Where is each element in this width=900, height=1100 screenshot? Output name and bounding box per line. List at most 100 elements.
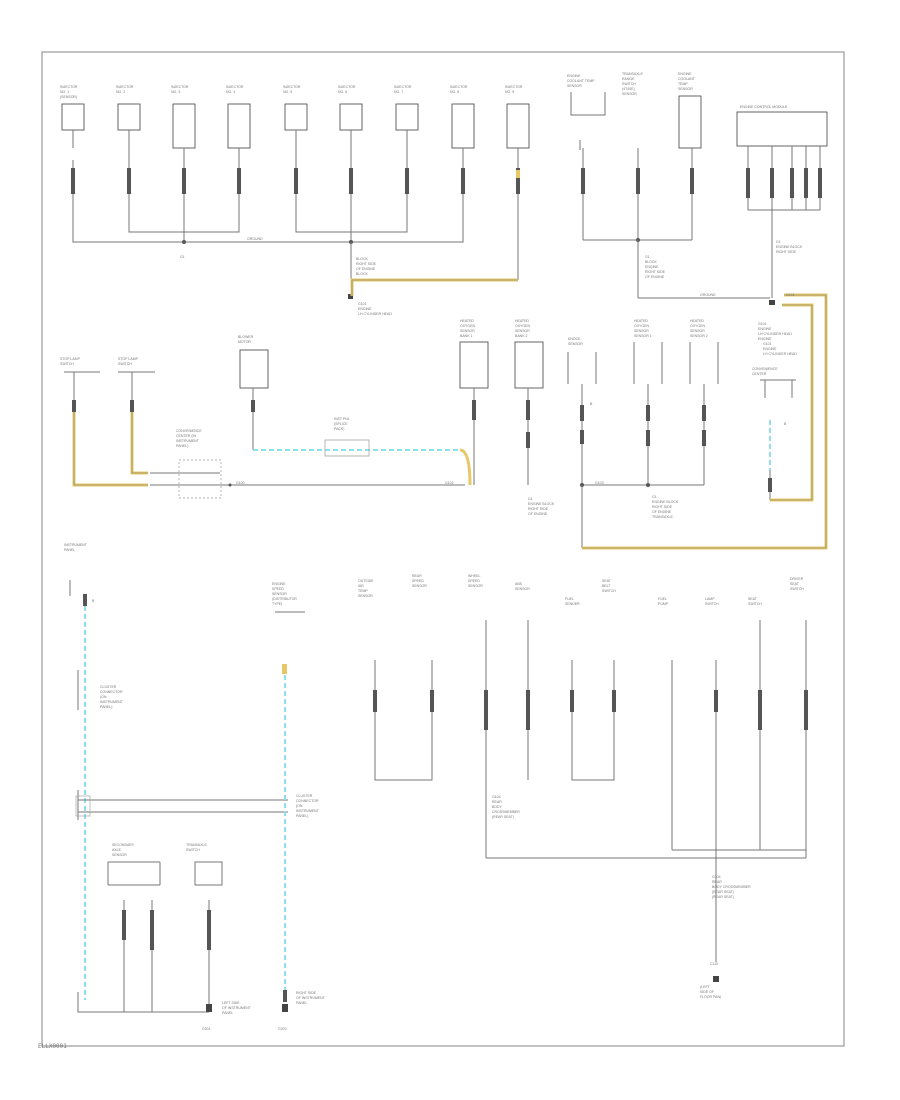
svg-text:LH CYLINDER HEAD: LH CYLINDER HEAD xyxy=(758,332,792,336)
svg-text:COOLANT TEMP: COOLANT TEMP xyxy=(567,79,595,83)
svg-text:G1: G1 xyxy=(528,497,533,501)
svg-text:G101: G101 xyxy=(358,302,367,306)
svg-text:ENGINE: ENGINE xyxy=(567,74,581,78)
svg-text:SWITCH: SWITCH xyxy=(60,362,74,366)
svg-text:ENGINE BLOCK: ENGINE BLOCK xyxy=(528,502,555,506)
svg-text:SEAT: SEAT xyxy=(602,579,612,583)
svg-text:PACK): PACK) xyxy=(334,427,344,431)
svg-text:REAR: REAR xyxy=(712,880,722,884)
svg-text:SENSOR 1: SENSOR 1 xyxy=(634,334,652,338)
svg-text:PANEL): PANEL) xyxy=(100,705,112,709)
svg-text:RIGHT SIDE: RIGHT SIDE xyxy=(645,270,666,274)
svg-text:SENSOR: SENSOR xyxy=(358,594,373,598)
svg-text:G1: G1 xyxy=(776,240,781,244)
svg-text:SENSOR: SENSOR xyxy=(634,329,649,333)
svg-text:G202: G202 xyxy=(278,1027,287,1031)
svg-text:SEAT: SEAT xyxy=(790,582,800,586)
svg-text:ENGINE: ENGINE xyxy=(678,72,692,76)
svg-text:SENSOR 2: SENSOR 2 xyxy=(690,334,708,338)
svg-text:INJECTOR: INJECTOR xyxy=(116,85,134,89)
svg-text:TEMP: TEMP xyxy=(358,589,368,593)
svg-text:INSTRUMENT: INSTRUMENT xyxy=(64,543,88,547)
svg-text:KNOCK: KNOCK xyxy=(568,337,581,341)
svg-text:PANEL): PANEL) xyxy=(176,444,188,448)
svg-text:G1: G1 xyxy=(645,255,650,259)
svg-text:ABS: ABS xyxy=(515,582,523,586)
svg-text:SWITCH: SWITCH xyxy=(790,587,804,591)
svg-text:NO. 1: NO. 1 xyxy=(60,90,69,94)
svg-text:SENSOR: SENSOR xyxy=(515,329,530,333)
svg-text:BLOCK: BLOCK xyxy=(356,257,369,261)
svg-text:INJECTOR: INJECTOR xyxy=(394,85,412,89)
svg-text:BANK 1: BANK 1 xyxy=(460,334,473,338)
svg-text:CONNECTOR: CONNECTOR xyxy=(296,799,319,803)
svg-text:OF INSTRUMENT: OF INSTRUMENT xyxy=(296,996,326,1000)
svg-text:STOP LAMP: STOP LAMP xyxy=(60,357,81,361)
svg-text:RIGHT SIDE: RIGHT SIDE xyxy=(528,507,549,511)
svg-text:AXLE: AXLE xyxy=(112,848,122,852)
svg-text:G1: G1 xyxy=(652,495,657,499)
svg-text:TYPE): TYPE) xyxy=(272,602,282,606)
svg-text:G102: G102 xyxy=(445,481,454,485)
svg-text:DRIVER: DRIVER xyxy=(790,577,804,581)
svg-text:INSTRUMENT: INSTRUMENT xyxy=(100,700,124,704)
svg-text:PANEL: PANEL xyxy=(222,1011,233,1015)
svg-text:SENSOR: SENSOR xyxy=(622,92,637,96)
svg-text:BLOCK: BLOCK xyxy=(645,260,658,264)
svg-text:CLUSTER: CLUSTER xyxy=(296,794,313,798)
svg-text:INSTRUMENT: INSTRUMENT xyxy=(176,439,200,443)
svg-text:SENSOR: SENSOR xyxy=(515,587,530,591)
svg-text:CONVENIENCE: CONVENIENCE xyxy=(176,429,202,433)
svg-text:(REAR SEAT): (REAR SEAT) xyxy=(492,815,514,819)
svg-text:ENGINE BLOCK: ENGINE BLOCK xyxy=(652,500,679,504)
svg-text:GROUND: GROUND xyxy=(700,293,716,297)
svg-text:G104: G104 xyxy=(492,795,501,799)
svg-text:FUEL: FUEL xyxy=(658,597,667,601)
diagram-frame xyxy=(41,51,845,1047)
svg-text:LAMP: LAMP xyxy=(705,597,715,601)
svg-text:(SPLICE: (SPLICE xyxy=(334,422,348,426)
svg-text:INST PNL: INST PNL xyxy=(334,417,350,421)
svg-text:NO. 7: NO. 7 xyxy=(394,90,403,94)
svg-text:G101: G101 xyxy=(786,293,795,297)
svg-text:LH CYLINDER HEAD: LH CYLINDER HEAD xyxy=(358,312,392,316)
svg-text:PANEL: PANEL xyxy=(296,1001,307,1005)
svg-text:G103: G103 xyxy=(595,481,604,485)
svg-text:SEAT: SEAT xyxy=(748,597,758,601)
svg-text:HEATED: HEATED xyxy=(634,319,648,323)
svg-text:INJECTOR: INJECTOR xyxy=(450,85,468,89)
svg-text:CLUSTER: CLUSTER xyxy=(100,685,117,689)
svg-text:SENSOR: SENSOR xyxy=(112,853,127,857)
svg-text:NO. 6: NO. 6 xyxy=(338,90,347,94)
svg-text:NO. 9: NO. 9 xyxy=(505,90,514,94)
svg-text:OF INSTRUMENT: OF INSTRUMENT xyxy=(222,1006,252,1010)
svg-text:MOTOR: MOTOR xyxy=(238,340,251,344)
yellow-ground-wire-top xyxy=(350,278,518,296)
svg-text:INJECTOR: INJECTOR xyxy=(338,85,356,89)
svg-text:B: B xyxy=(92,599,95,603)
svg-text:SENSOR: SENSOR xyxy=(567,84,582,88)
svg-text:INJECTOR: INJECTOR xyxy=(60,85,78,89)
svg-text:ENGINE: ENGINE xyxy=(645,265,659,269)
svg-text:(ON: (ON xyxy=(296,804,303,808)
svg-text:(SENSOR): (SENSOR) xyxy=(60,95,77,99)
svg-text:INJECTOR: INJECTOR xyxy=(226,85,244,89)
svg-text:SENSOR: SENSOR xyxy=(460,329,475,333)
svg-text:BANK 2: BANK 2 xyxy=(515,334,528,338)
svg-text:STOP LAMP: STOP LAMP xyxy=(118,357,139,361)
svg-text:NO. 5: NO. 5 xyxy=(283,90,292,94)
svg-text:RANGE: RANGE xyxy=(622,77,635,81)
svg-text:ENGINE CONTROL MODULE: ENGINE CONTROL MODULE xyxy=(740,105,788,109)
svg-text:ENGINE: ENGINE xyxy=(763,347,777,351)
svg-text:SWITCH: SWITCH xyxy=(622,82,636,86)
svg-text:INJECTOR: INJECTOR xyxy=(171,85,189,89)
svg-text:ENGINE: ENGINE xyxy=(272,582,286,586)
svg-text:SENSOR: SENSOR xyxy=(412,584,427,588)
svg-text:OXYGEN: OXYGEN xyxy=(460,324,475,328)
svg-text:(LEFT: (LEFT xyxy=(700,985,711,989)
